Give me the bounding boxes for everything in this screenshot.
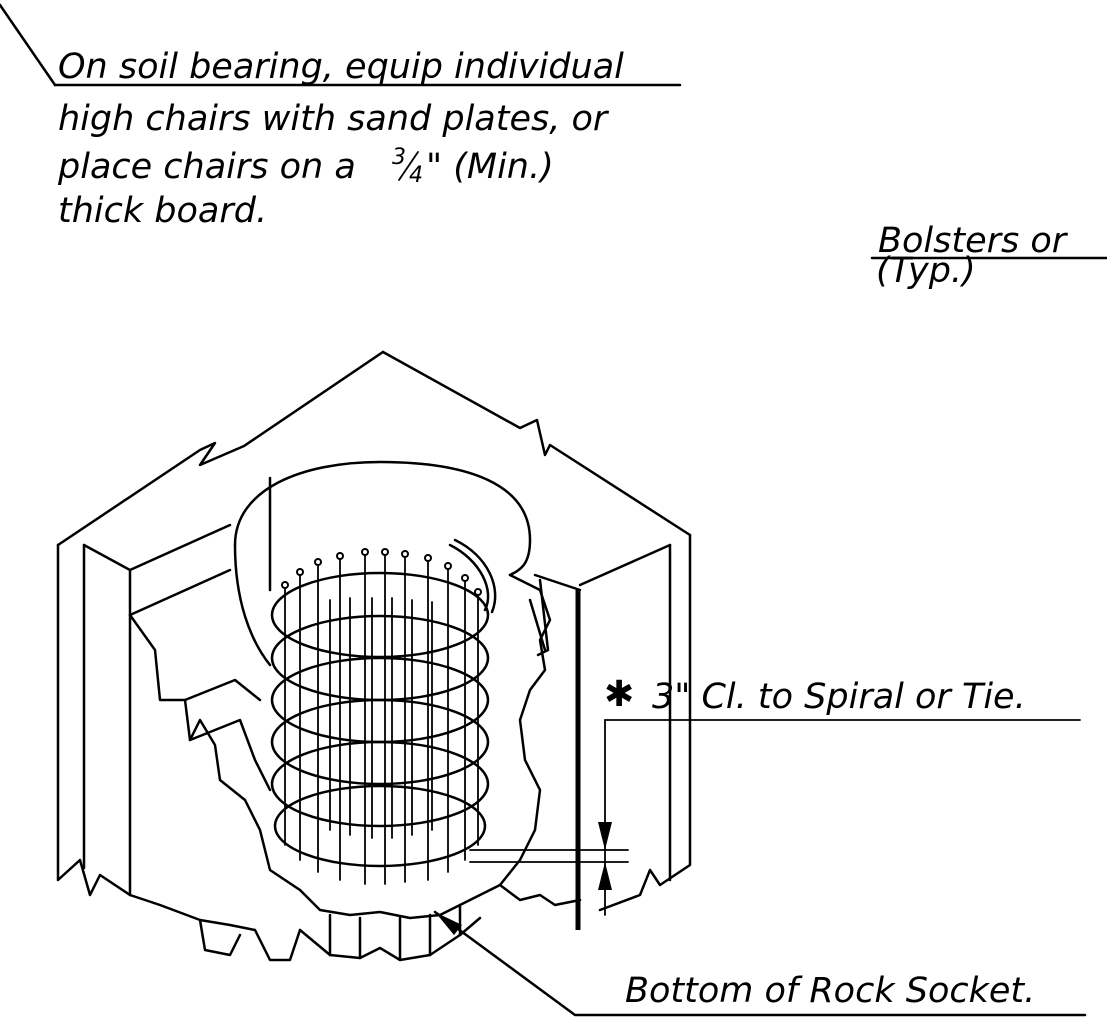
fraction-denominator: 4 [409, 163, 423, 188]
asterisk-icon: ✱ [604, 674, 634, 715]
bolsters-note: Bolsters or (Typ.) [870, 221, 1107, 291]
chairs-note-line-3: place chairs on a [57, 147, 356, 187]
spiral [270, 538, 550, 868]
bolsters-note-line-1: Bolsters or [878, 221, 1069, 261]
bottom-leader-arrow [435, 912, 462, 935]
bolsters-note-line-2: (Typ.) [876, 251, 976, 291]
bottom-of-rock-socket-note: Bottom of Rock Socket. [625, 971, 1035, 1011]
chairs-note-line-3-text: place chairs on a [57, 147, 356, 187]
fraction-numerator: 3 [392, 145, 406, 170]
vertical-bars [281, 548, 482, 885]
dimension-arrow-up [598, 862, 612, 890]
chairs-note: On soil bearing, equip individual high c… [57, 47, 624, 231]
clearance-note: 3" Cl. to Spiral or Tie. [652, 677, 1026, 717]
chairs-note-line-4: thick board. [58, 191, 267, 231]
rebar-cage [270, 538, 550, 885]
chairs-note-leader [0, 3, 682, 87]
bottom-note: Bottom of Rock Socket. [433, 910, 1087, 1017]
chairs-note-line-1: On soil bearing, equip individual [58, 47, 624, 87]
chairs-note-min: " (Min.) [426, 147, 554, 187]
rock-socket [128, 460, 582, 962]
clearance-dimension: ✱ 3" Cl. to Spiral or Tie. [469, 674, 1081, 916]
chairs-note-line-2: high chairs with sand plates, or [58, 99, 610, 139]
footing-block [56, 350, 692, 930]
fraction-slash [398, 151, 419, 181]
dimension-arrow-down [598, 822, 612, 850]
